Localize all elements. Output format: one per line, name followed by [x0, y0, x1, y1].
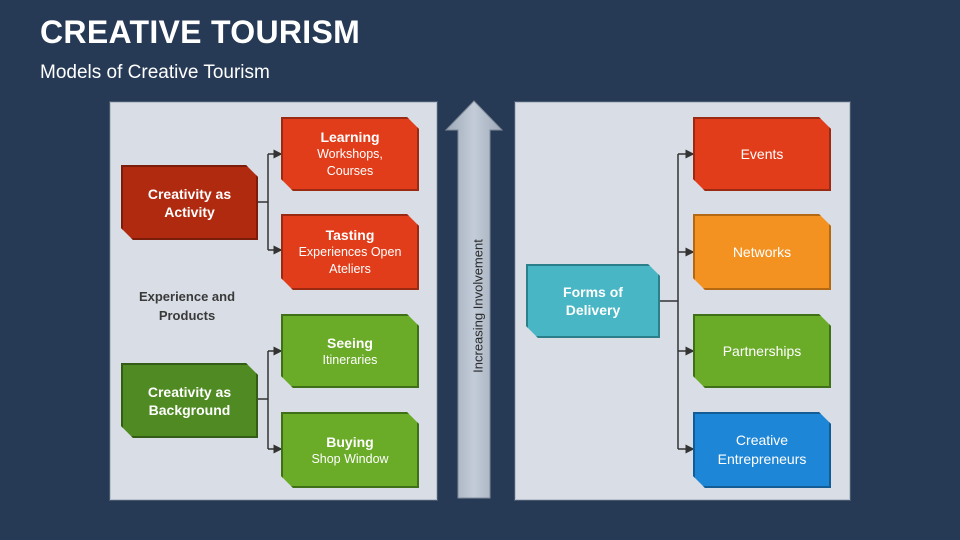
buying-box: Buying Shop Window: [281, 412, 419, 488]
increasing-involvement-label: Increasing Involvement: [470, 239, 486, 373]
creativity-as-activity-box: Creativity as Activity: [121, 165, 258, 240]
forms-of-delivery-label: Forms of Delivery: [563, 284, 623, 318]
increasing-involvement-arrow: [444, 100, 504, 499]
creative-entrepreneurs-box: Creative Entrepreneurs: [693, 412, 831, 488]
buying-title: Buying: [326, 433, 374, 450]
background-label: Creativity as Background: [147, 383, 232, 418]
experience-products-label: Experience and Products: [138, 289, 236, 323]
learning-sub: Workshops, Courses: [317, 147, 383, 178]
events-box: Events: [693, 117, 831, 191]
activity-connectors: [258, 149, 283, 255]
partnerships-label: Partnerships: [722, 342, 802, 359]
seeing-title: Seeing: [327, 334, 373, 351]
seeing-sub: Itineraries: [322, 352, 378, 367]
creative-entrepreneurs-label: Creative Entrepreneurs: [717, 432, 807, 467]
creativity-as-background-box: Creativity as Background: [121, 363, 258, 438]
background-connectors: [258, 346, 283, 454]
page-title: CREATIVE TOURISM: [40, 14, 361, 50]
learning-box: Learning Workshops, Courses: [281, 117, 419, 191]
activity-label: Creativity as Activity: [147, 185, 232, 220]
buying-sub: Shop Window: [311, 451, 389, 466]
page-subtitle: Models of Creative Tourism: [40, 62, 270, 83]
seeing-box: Seeing Itineraries: [281, 314, 419, 388]
delivery-connectors: [660, 149, 695, 454]
tasting-title: Tasting: [325, 227, 375, 243]
events-label: Events: [740, 145, 784, 162]
networks-box: Networks: [693, 214, 831, 290]
learning-title: Learning: [320, 129, 380, 145]
networks-label: Networks: [732, 243, 792, 260]
tasting-box: Tasting Experiences Open Ateliers: [281, 214, 419, 290]
tasting-sub: Experiences Open Ateliers: [298, 245, 402, 276]
partnerships-box: Partnerships: [693, 314, 831, 388]
forms-of-delivery-box: Forms of Delivery: [526, 264, 660, 338]
